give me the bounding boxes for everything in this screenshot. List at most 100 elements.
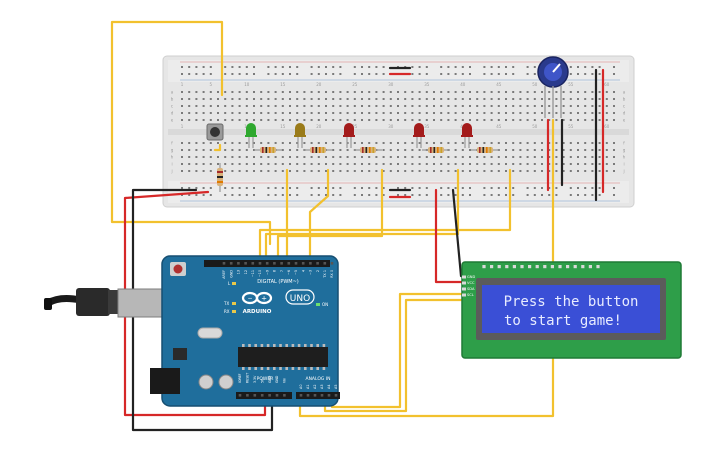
row-letter: e <box>171 118 174 123</box>
power-pin-label: Vin <box>283 378 287 383</box>
uno-badge <box>285 289 315 305</box>
analog-pin-label: A0 <box>299 385 303 389</box>
lcd-module[interactable]: Press the button to start game! GNDVCCSD… <box>461 261 682 359</box>
column-number: 55 <box>568 124 574 129</box>
row-letter: f <box>171 141 173 146</box>
digital-pin-label: RX 0 <box>330 270 334 278</box>
resistor-row <box>254 147 499 153</box>
push-button[interactable] <box>206 123 224 141</box>
lcd-screen <box>482 285 660 333</box>
resistor-5 <box>471 147 499 153</box>
row-letter: g <box>171 148 174 153</box>
arduino-logo-text: ARDUINO <box>243 309 272 315</box>
digital-pin-label: 13 <box>237 270 241 274</box>
yellow-wire-button[interactable] <box>213 143 222 152</box>
on-label: ON <box>322 302 328 307</box>
analog-pin-label: A1 <box>306 385 310 389</box>
column-number: 45 <box>496 124 502 129</box>
row-letter: a <box>623 90 626 95</box>
column-number: 25 <box>352 82 358 87</box>
row-letter: f <box>623 141 625 146</box>
digital-pin-label: 8 <box>273 270 277 272</box>
uno-model-text: UNO <box>290 294 310 304</box>
column-number: 10 <box>244 82 250 87</box>
digital-pin-label: ~6 <box>287 270 291 275</box>
row-letter: i <box>623 162 624 167</box>
yellow-wire-sda[interactable] <box>330 292 464 409</box>
column-number: 20 <box>316 124 322 129</box>
yellow-wire-led4[interactable] <box>264 168 460 262</box>
row-letter: a <box>171 90 174 95</box>
column-number: 15 <box>280 124 286 129</box>
column-number: 35 <box>424 124 430 129</box>
chip-pins <box>242 344 326 370</box>
led-red-1 <box>343 123 355 148</box>
analog-pin-label: A2 <box>313 385 317 389</box>
power-pin-label: 3.3V <box>253 375 257 383</box>
column-number: 55 <box>568 82 574 87</box>
row-letter: b <box>623 97 626 102</box>
led-yellow <box>294 123 306 148</box>
power-jack <box>150 368 180 394</box>
red-wire-5v[interactable] <box>123 190 267 417</box>
row-letter: d <box>623 111 626 116</box>
rx-label: RX <box>224 309 230 314</box>
crystal <box>197 327 223 339</box>
yellow-wire-led5[interactable] <box>258 168 512 262</box>
capacitor-2 <box>218 374 234 390</box>
row-letter: j <box>622 169 624 174</box>
lcd-pin-label: SDA <box>467 287 475 291</box>
lcd-pin-label: VCC <box>467 281 475 285</box>
lcd-line-2: to start game! <box>504 313 622 329</box>
power-header[interactable] <box>236 392 292 399</box>
led-green <box>245 123 257 148</box>
resistor-3 <box>354 147 382 153</box>
digital-pin-label: ~5 <box>294 270 298 275</box>
column-number: 35 <box>424 82 430 87</box>
analog-label: ANALOG IN <box>305 376 330 382</box>
analog-pin-label: A3 <box>320 385 324 389</box>
breadboard[interactable]: 1155101015152020252530303535404045455050… <box>162 55 635 208</box>
black-wire-gnd[interactable] <box>131 188 274 432</box>
black-wire-lcd[interactable] <box>451 188 463 278</box>
yellow-wire-led3[interactable] <box>276 168 384 262</box>
analog-header[interactable] <box>296 392 340 399</box>
digital-pin-label: AREF <box>222 270 226 279</box>
digital-pin-label: 2 <box>316 270 320 272</box>
lcd-pin-label: SCL <box>467 293 474 297</box>
analog-pin-label: A5 <box>334 385 338 389</box>
reset-button[interactable] <box>170 262 186 276</box>
usb-cable <box>44 288 171 318</box>
red-wire-lcd[interactable] <box>434 188 464 284</box>
potentiometer[interactable] <box>537 56 569 118</box>
yellow-wire-loop[interactable] <box>110 20 272 246</box>
resistor-button <box>217 163 223 192</box>
arduino-logo-icon: − + <box>241 291 273 305</box>
column-number: 40 <box>460 82 466 87</box>
led-row <box>245 123 473 148</box>
resistor-2 <box>304 147 332 153</box>
row-letter: c <box>171 104 173 109</box>
lcd-pin-label: GND <box>467 275 475 279</box>
row-letter: d <box>171 111 174 116</box>
digital-label: DIGITAL (PWM~) <box>257 279 299 285</box>
row-letter: i <box>171 162 172 167</box>
power-pin-label: 5V <box>260 378 264 383</box>
digital-pin-label: ~10 <box>258 270 262 277</box>
column-number: 60 <box>604 82 610 87</box>
wires <box>110 20 605 432</box>
row-letter: h <box>171 155 174 160</box>
column-number: 50 <box>532 124 538 129</box>
digital-pin-label: 12 <box>244 270 248 274</box>
digital-pin-label: 4 <box>301 270 305 272</box>
digital-pin-label: 7 <box>280 270 284 272</box>
digital-pin-label: ~11 <box>251 270 255 277</box>
tx-label: TX <box>223 301 229 306</box>
yellow-wire-scl[interactable] <box>323 298 464 413</box>
resistor-1 <box>254 147 282 153</box>
